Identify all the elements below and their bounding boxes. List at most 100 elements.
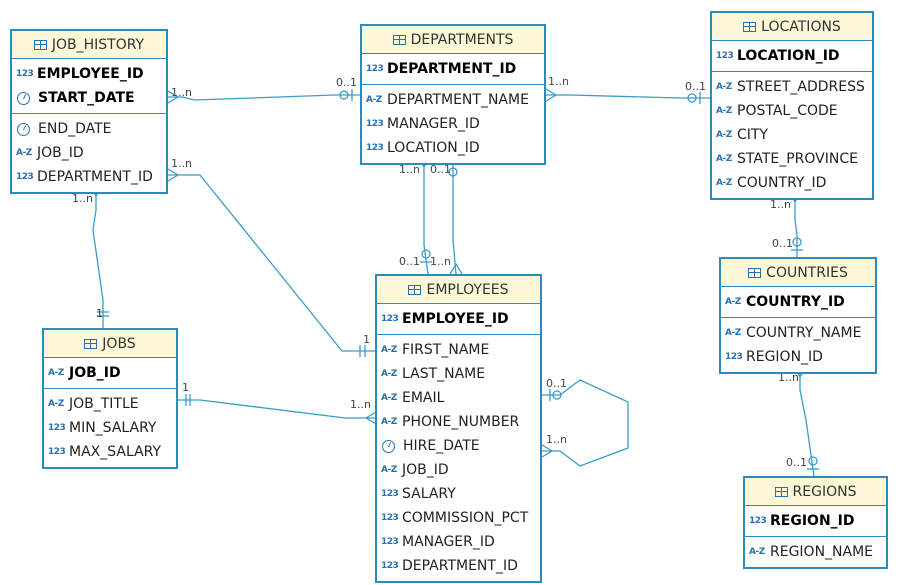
entity-header[interactable]: JOBS [44, 330, 176, 358]
rel-departments-employees [423, 157, 429, 275]
text-type-icon: A-Z [716, 154, 732, 164]
column-name: CITY [737, 127, 769, 143]
entity-header[interactable]: DEPARTMENTS [362, 26, 544, 54]
table-icon [748, 267, 762, 278]
entity-header[interactable]: LOCATIONS [712, 13, 872, 41]
column-name: LAST_NAME [402, 366, 486, 382]
card-label: 1 [96, 307, 103, 320]
column-name: START_DATE [38, 90, 135, 106]
table-icon [743, 21, 757, 32]
table-icon [408, 284, 422, 295]
entity-title: EMPLOYEES [426, 281, 509, 298]
text-type-icon: A-Z [749, 547, 765, 557]
text-type-icon: A-Z [381, 465, 397, 475]
entity-header[interactable]: JOB_HISTORY [12, 31, 166, 59]
numeric-type-icon: 123 [48, 423, 66, 433]
entity-header[interactable]: REGIONS [745, 478, 886, 506]
entity-title: JOB_HISTORY [51, 36, 145, 53]
column[interactable]: END_DATE [12, 117, 166, 141]
card-label: 1..n [350, 398, 371, 411]
column-name: JOB_ID [69, 365, 121, 381]
card-label: 0..1 [786, 456, 807, 469]
text-type-icon: A-Z [381, 345, 397, 355]
card-label: 1 [182, 381, 189, 394]
card-label: 1..n [778, 371, 799, 384]
entity-title: REGIONS [792, 483, 857, 500]
column[interactable]: HIRE_DATE [377, 434, 540, 458]
column-name: STATE_PROVINCE [737, 151, 858, 167]
column-name: DEPARTMENT_ID [402, 558, 518, 574]
column-name: JOB_ID [37, 145, 84, 161]
card-label: 0..1 [772, 237, 793, 250]
column-name: MANAGER_ID [402, 534, 495, 550]
rel-jobhistory-employees [168, 174, 376, 352]
entity-header[interactable]: EMPLOYEES [377, 276, 540, 304]
numeric-type-icon: 123 [366, 64, 384, 74]
card-label: 1..n [72, 192, 93, 205]
clock-icon [382, 439, 395, 453]
rel-employees-departments [452, 157, 457, 275]
text-type-icon: A-Z [16, 148, 32, 158]
entity-header[interactable]: COUNTRIES [721, 259, 875, 287]
column[interactable]: A-Z JOB_ID [12, 141, 166, 165]
card-label: 1 [363, 333, 370, 346]
column-name: MANAGER_ID [387, 116, 480, 132]
text-type-icon: A-Z [725, 297, 741, 307]
primary-key-column[interactable]: START_DATE [12, 86, 166, 110]
numeric-type-icon: 123 [381, 314, 399, 324]
text-type-icon: A-Z [366, 95, 382, 105]
column-name: LOCATION_ID [387, 140, 480, 156]
clock-icon [17, 122, 30, 136]
card-label: 1..n [399, 163, 420, 176]
column-name: EMAIL [402, 390, 445, 406]
entity-title: DEPARTMENTS [410, 31, 514, 48]
column[interactable]: A-Z STATE_PROVINCE [712, 147, 872, 171]
numeric-type-icon: 123 [749, 516, 767, 526]
